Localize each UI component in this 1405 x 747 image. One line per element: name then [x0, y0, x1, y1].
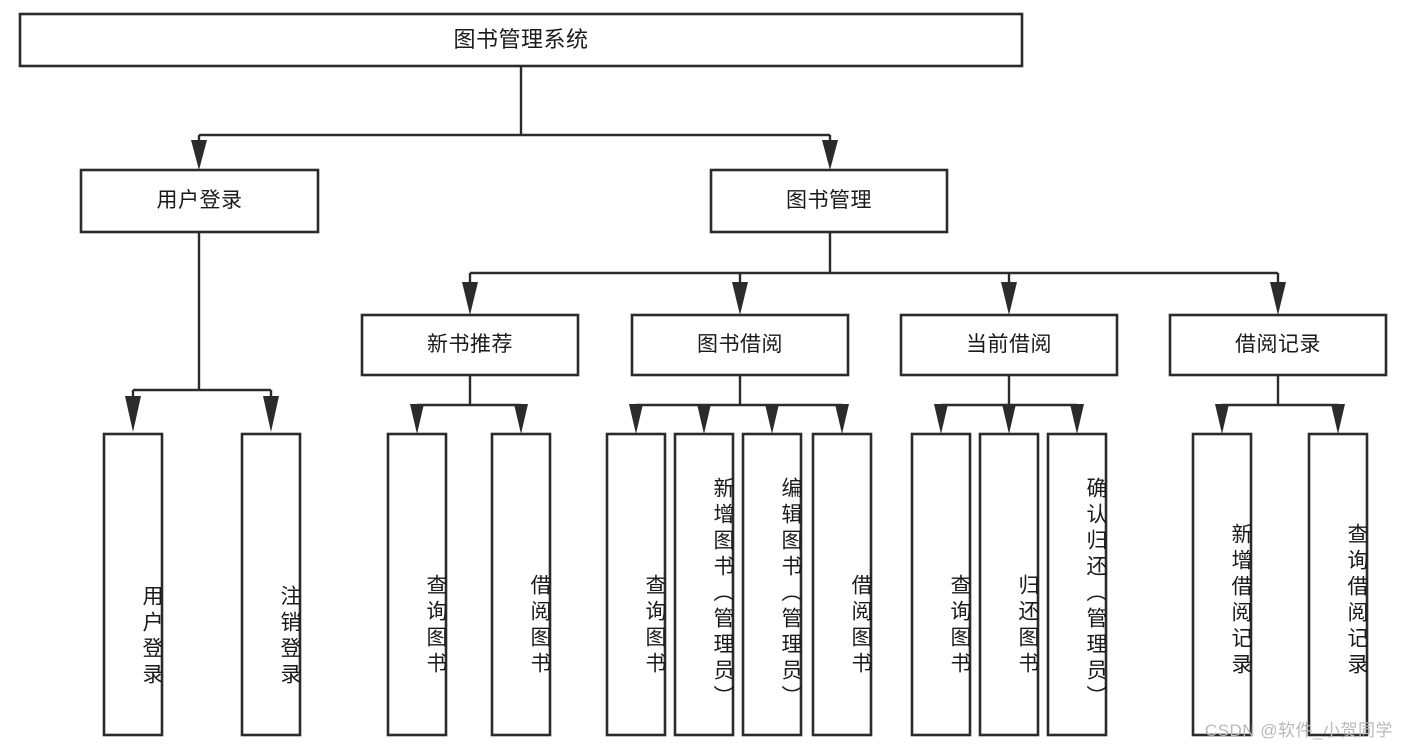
- node-box-new-book-recommend[interactable]: [360, 313, 580, 377]
- arrow-to-user-login: [191, 140, 207, 170]
- arrow-to-leaf-add-book: [697, 404, 711, 434]
- node-box-borrow-record[interactable]: [1168, 313, 1388, 377]
- edge-group-borrow-record-to-leaves: [1215, 375, 1345, 434]
- node-box-leaf-query-book-2[interactable]: [605, 432, 667, 737]
- node-box-leaf-return-book[interactable]: [978, 432, 1040, 737]
- node-box-current-borrow[interactable]: [899, 313, 1119, 377]
- edge-group-book-borrow-to-leaves: [629, 375, 849, 434]
- edge-group-current-borrow-to-leaves: [934, 375, 1084, 434]
- node-box-leaf-add-record[interactable]: [1191, 432, 1253, 737]
- node-box-book-management[interactable]: [709, 168, 949, 234]
- arrow-to-leaf-return-book: [1002, 404, 1016, 434]
- arrow-to-leaf-query-book-3: [934, 404, 948, 434]
- node-box-leaf-edit-book[interactable]: [741, 432, 803, 737]
- edge-group-root-to-level2: [191, 66, 838, 170]
- node-box-user-login[interactable]: [79, 168, 320, 234]
- arrow-to-leaf-query-book-2: [629, 404, 643, 434]
- node-box-leaf-query-book-3[interactable]: [910, 432, 972, 737]
- edge-group-book-management-to-level3: [462, 232, 1286, 315]
- node-box-leaf-borrow-book-2[interactable]: [811, 432, 873, 737]
- arrow-to-leaf-query-book-1: [410, 404, 424, 434]
- arrow-to-leaf-confirm-return: [1070, 404, 1084, 434]
- arrow-to-leaf-query-record: [1331, 404, 1345, 434]
- arrow-to-book-management: [822, 140, 838, 170]
- node-box-leaf-confirm-return[interactable]: [1046, 432, 1108, 737]
- arrow-to-leaf-borrow-book-1: [514, 404, 528, 434]
- arrow-to-leaf-user-login: [125, 396, 141, 432]
- node-box-leaf-add-book[interactable]: [673, 432, 735, 737]
- arrow-to-current-borrow: [1001, 282, 1017, 315]
- edge-group-user-login-to-leaves: [125, 232, 279, 432]
- node-box-leaf-query-record[interactable]: [1307, 432, 1369, 737]
- edge-group-new-book-recommend-to-leaves: [410, 375, 528, 434]
- arrow-to-leaf-borrow-book-2: [835, 404, 849, 434]
- arrow-to-leaf-add-record: [1215, 404, 1229, 434]
- arrow-to-new-book-recommend: [462, 282, 478, 315]
- arrow-to-borrow-record: [1270, 282, 1286, 315]
- node-box-leaf-logout-login[interactable]: [240, 432, 302, 737]
- watermark-text: CSDN @软件_小贺同学: [1204, 721, 1393, 740]
- node-box-leaf-borrow-book-1[interactable]: [490, 432, 552, 737]
- node-box-leaf-query-book-1[interactable]: [386, 432, 448, 737]
- arrow-to-leaf-logout-login: [263, 396, 279, 432]
- node-box-book-borrow[interactable]: [630, 313, 850, 377]
- node-box-leaf-user-login[interactable]: [102, 432, 164, 737]
- arrow-to-leaf-edit-book: [765, 404, 779, 434]
- arrow-to-book-borrow: [732, 282, 748, 315]
- node-box-root[interactable]: [18, 12, 1024, 68]
